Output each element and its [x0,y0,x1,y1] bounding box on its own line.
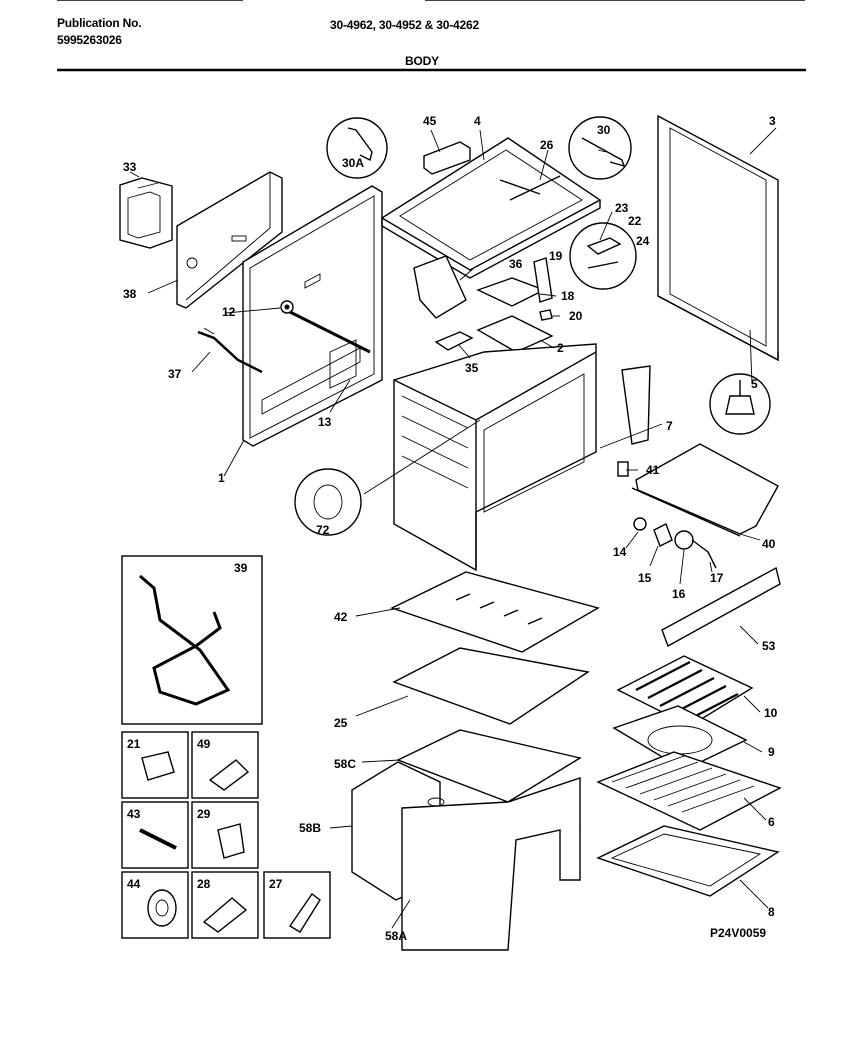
callout-19: 19 [549,249,563,263]
leader-lines [129,127,777,929]
part-5-leveling-leg-inset [709,373,771,435]
callout-33: 33 [123,160,137,174]
callout-37: 37 [168,367,182,381]
publication-number: 5995263026 [57,33,122,47]
callout-7: 7 [666,419,673,433]
part-19-pin [533,257,553,303]
callout-28-box: 28 [197,877,211,891]
oven-cavity [393,343,597,572]
callout-58c: 58C [334,757,356,771]
callout-18: 18 [561,289,575,303]
callout-23: 23 [615,201,629,215]
callout-53: 53 [762,639,776,653]
callout-49: 49 [197,737,211,751]
callout-14: 14 [613,545,627,559]
part-6-oven-rack [596,751,782,831]
diagram-code: P24V0059 [710,926,766,940]
callout-44: 44 [127,877,141,891]
part-44-inset [121,871,189,939]
callout-58a: 58A [385,929,407,943]
callout-26: 26 [540,138,554,152]
callout-9: 9 [768,745,775,759]
callout-12: 12 [222,305,236,319]
part-37-wire [197,327,263,374]
callout-16: 16 [672,587,686,601]
part-35-bracket [434,331,474,351]
callout-17: 17 [710,571,724,585]
part-15-lamp [653,523,673,547]
part-58a-insulation-wrap [401,777,581,951]
part-45-bracket [423,141,471,175]
callout-25: 25 [334,716,348,730]
callout-35: 35 [465,361,479,375]
model-numbers: 30-4962, 30-4952 & 30-4262 [330,18,479,32]
part-7-hinge [621,365,651,445]
callout-38: 38 [123,287,137,301]
part-39-power-cord-inset [121,555,263,725]
part-16-17-lamp-socket [674,530,717,569]
callout-3: 3 [769,114,776,128]
part-25-panel [392,647,590,725]
part-14-knob [633,517,647,531]
callout-45: 45 [423,114,437,128]
callout-15: 15 [638,571,652,585]
part-53-rail [661,566,781,648]
callout-4: 4 [474,114,481,128]
part-2-plate [476,315,554,353]
part-8-drawer-liner [596,825,780,897]
callout-1: 1 [218,471,225,485]
part-18-component [476,277,546,307]
part-43-inset [121,801,189,869]
callout-5: 5 [751,377,758,391]
part-21-inset [121,731,189,799]
callout-8: 8 [768,905,775,919]
part-36-vent [413,255,467,319]
part-22-23-24-inset [569,222,637,290]
callout-10: 10 [764,706,778,720]
part-72-inset [294,468,362,536]
callout-39: 39 [234,561,248,575]
part-1-rear-wall [242,185,383,447]
part-3-oven-door [657,114,779,362]
section-title: BODY [405,54,439,68]
callout-20: 20 [569,309,583,323]
part-20-clip [539,309,553,321]
part-40-drawer-support [631,443,779,537]
publication-label: Publication No. [57,16,142,30]
callout-29: 29 [197,807,211,821]
callout-42: 42 [334,610,348,624]
callout-6: 6 [768,815,775,829]
callout-36: 36 [509,257,523,271]
part-28-inset [191,871,259,939]
callout-22: 22 [628,214,642,228]
callout-58b: 58B [299,821,321,835]
callout-30: 30 [597,123,611,137]
part-49-inset [191,731,259,799]
callout-24: 24 [636,234,650,248]
part-4-top-frame [380,137,602,279]
part-58c-insulation-top [396,729,582,803]
callout-40: 40 [762,537,776,551]
part-41 [617,461,629,477]
callout-41: 41 [646,463,660,477]
part-29-inset [191,801,259,869]
callout-72: 72 [316,523,330,537]
callout-2: 2 [557,341,564,355]
part-30a-inset [326,117,388,179]
part-30-inset [568,116,632,180]
part-27-inset [263,871,331,939]
callout-30a: 30A [342,156,364,170]
part-38-back-panel [176,171,283,309]
callout-21: 21 [127,737,141,751]
part-33-bracket [119,177,173,249]
part-42-bottom-panel [390,571,600,653]
callout-13: 13 [318,415,332,429]
callout-43: 43 [127,807,141,821]
callout-27: 27 [269,877,283,891]
